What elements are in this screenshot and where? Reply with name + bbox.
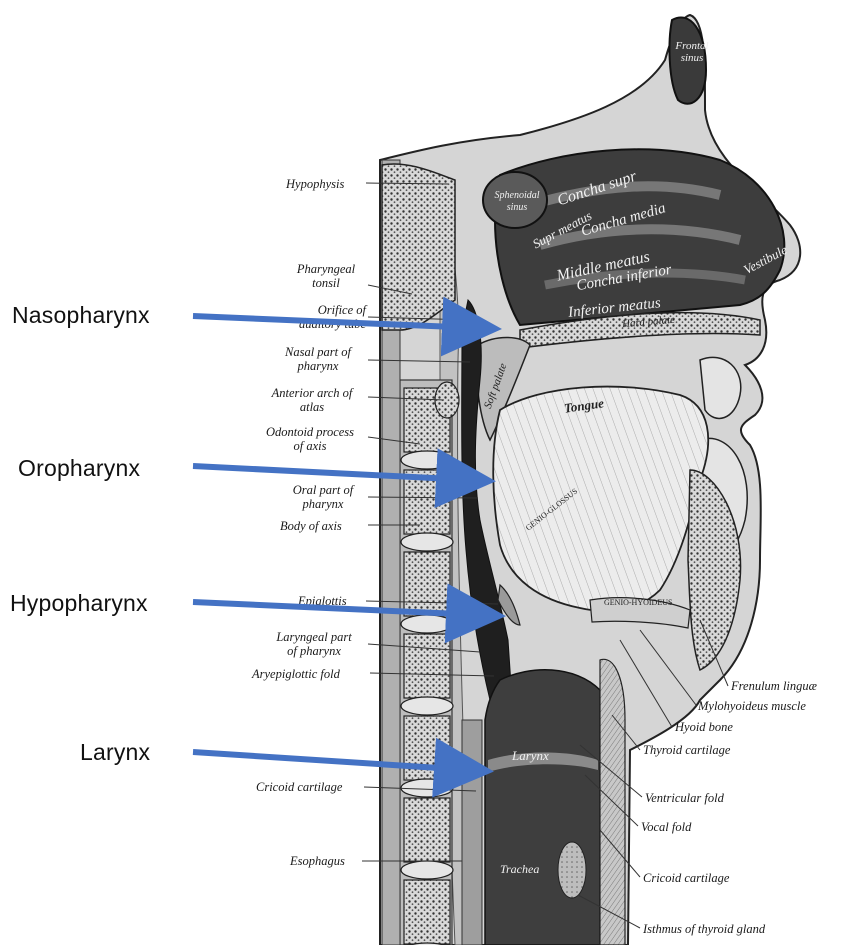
arrow-nasopharynx xyxy=(193,316,478,328)
arrow-hypopharynx xyxy=(193,602,482,615)
arrow-larynx xyxy=(193,752,470,770)
leader-lines xyxy=(362,183,728,928)
blue-arrows xyxy=(193,316,482,770)
arrow-oropharynx xyxy=(193,466,472,480)
